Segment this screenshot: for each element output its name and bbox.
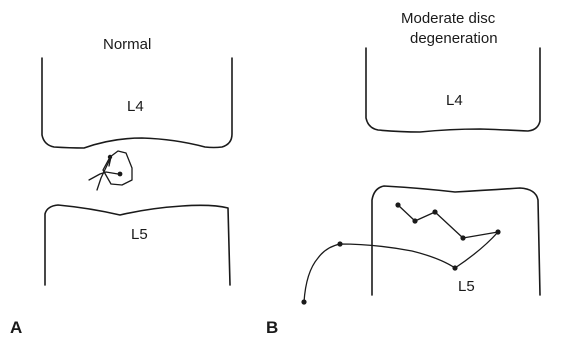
panel-b-letter: B (266, 318, 278, 338)
panel-a-l4-label: L4 (127, 98, 144, 115)
panel-a-title: Normal (103, 36, 151, 53)
panel-a-l5-vertebra (45, 205, 230, 285)
panel-b-l4-vertebra (366, 48, 540, 132)
panel-b-title-line1: Moderate disc (401, 10, 495, 27)
panel-b-l5-label: L5 (458, 278, 475, 295)
panel-b-l5-vertebra (372, 186, 540, 295)
panel-b-l4-label: L4 (446, 92, 463, 109)
panel-b-title-line2: degeneration (410, 30, 498, 47)
panel-a-rotation-path (89, 151, 132, 190)
panel-a-l5-label: L5 (131, 226, 148, 243)
panel-a-letter: A (10, 318, 22, 338)
